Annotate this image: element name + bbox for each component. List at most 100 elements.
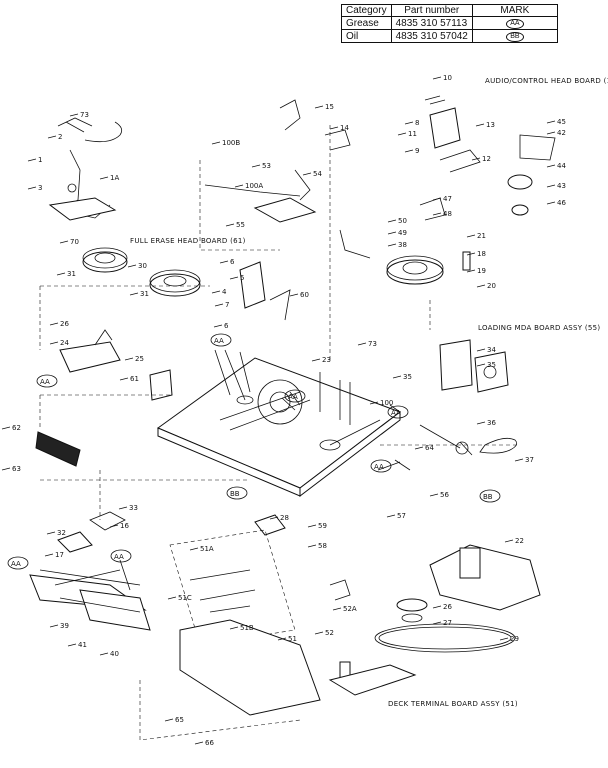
leader-line (189, 547, 199, 551)
leader-line (234, 184, 244, 188)
part-number-label: 16 (120, 522, 129, 530)
part-number-label: 52 (325, 629, 334, 637)
leader-line (229, 276, 239, 280)
upper-center-parts (204, 99, 351, 321)
part-number-label: 23 (322, 356, 331, 364)
leader-line (404, 149, 414, 153)
part-number-label: 39 (60, 622, 69, 630)
leader-line (546, 184, 556, 188)
part-number-label: 48 (443, 210, 452, 218)
part-number-label: 20 (487, 282, 496, 290)
oil-mark-label: BB (483, 493, 493, 501)
mark-bb-badge: BB (506, 32, 524, 42)
part-number-label: 45 (557, 118, 566, 126)
part-number-label: 70 (70, 238, 79, 246)
part-number-label: 18 (477, 250, 486, 258)
grease-mark-label: AA (214, 337, 224, 345)
part-number-label: 100 (380, 399, 393, 407)
part-number-label: 51A (200, 545, 214, 553)
part-number-label: 5 (240, 274, 244, 282)
leader-line (546, 201, 556, 205)
leader-line (211, 141, 221, 145)
grease-mark-label: AA (374, 463, 384, 471)
grease-mark-label: AA (391, 409, 401, 417)
deck-terminal-board-assy-label: DECK TERMINAL BOARD ASSY (51) (388, 700, 518, 708)
leader-line (332, 607, 342, 611)
legend-header-row: Category Part number MARK (341, 4, 558, 17)
part-number-label: 25 (135, 355, 144, 363)
leader-line (27, 186, 37, 190)
main-chassis (156, 357, 402, 498)
leader-line (109, 524, 119, 528)
part-number-label: 38 (398, 241, 407, 249)
leader-line (49, 322, 59, 326)
loading-motor-assembly (377, 339, 518, 471)
part-number-label: 7 (225, 301, 229, 309)
leader-line (307, 544, 317, 548)
oil-mark-1: BB (226, 486, 248, 500)
legend-row-oil: Oil 4835 310 57042 BB (341, 29, 558, 43)
part-number-label: 57 (397, 512, 406, 520)
part-number-label: 1 (38, 156, 42, 164)
part-number-label: 54 (313, 170, 322, 178)
leader-line (546, 131, 556, 135)
top-left-assembly (48, 117, 123, 221)
part-number-label: 26 (60, 320, 69, 328)
part-number-label: 73 (368, 340, 377, 348)
part-number-label: 3 (38, 184, 42, 192)
grease-mark-5: AA (370, 459, 392, 473)
leader-line (129, 292, 139, 296)
part-number-label: 59 (318, 522, 327, 530)
leader-line (229, 626, 239, 630)
leader-line (46, 531, 56, 535)
part-number-label: 13 (486, 121, 495, 129)
leader-line (414, 446, 424, 450)
part-number-label: 19 (477, 267, 486, 275)
legend-mark-oil: BB (471, 29, 558, 43)
leader-line (213, 324, 223, 328)
part-number-label: 53 (262, 162, 271, 170)
part-number-label: 51 (288, 635, 297, 643)
leader-line (118, 506, 128, 510)
callout-labels: AUDIO/CONTROL HEAD BOARD (12) FULL ERASE… (130, 77, 608, 708)
leader-line (466, 252, 476, 256)
leader-line (124, 357, 134, 361)
part-number-label: 35 (403, 373, 412, 381)
leader-line (56, 272, 66, 276)
leader-line (277, 637, 287, 641)
leader-line (27, 158, 37, 162)
part-number-label: 34 (487, 346, 496, 354)
part-number-label: 26 (443, 603, 452, 611)
grease-mark-7: AA (7, 556, 29, 570)
leader-line (119, 377, 129, 381)
leader-line (49, 341, 59, 345)
leader-line (289, 293, 299, 297)
part-number-label: 63 (12, 465, 21, 473)
part-number-label: 31 (140, 290, 149, 298)
part-number-label: 11 (408, 130, 417, 138)
part-number-label: 35 (487, 361, 496, 369)
oil-mark-2: BB (479, 489, 501, 503)
part-number-label: 47 (443, 195, 452, 203)
leader-line (504, 539, 514, 543)
part-number-label: 29 (510, 635, 519, 643)
lower-center-parts (169, 514, 321, 716)
part-number-label: 15 (325, 103, 334, 111)
oil-mark-label: BB (230, 490, 240, 498)
part-number-label: 51B (240, 624, 254, 632)
grease-mark-3: AA (284, 389, 306, 403)
leader-line (397, 132, 407, 136)
leader-line (514, 458, 524, 462)
leader-line (211, 290, 221, 294)
leader-line (329, 126, 339, 130)
leader-line (429, 493, 439, 497)
part-number-labels: 732131A703130316766045262425616263323316… (1, 74, 566, 747)
part-number-label: 56 (440, 491, 449, 499)
left-middle-parts (35, 329, 173, 467)
part-number-label: 30 (138, 262, 147, 270)
assembly-guide-lines (39, 125, 520, 741)
leader-line (546, 120, 556, 124)
grease-mark-label: AA (40, 378, 50, 386)
leader-line (219, 260, 229, 264)
